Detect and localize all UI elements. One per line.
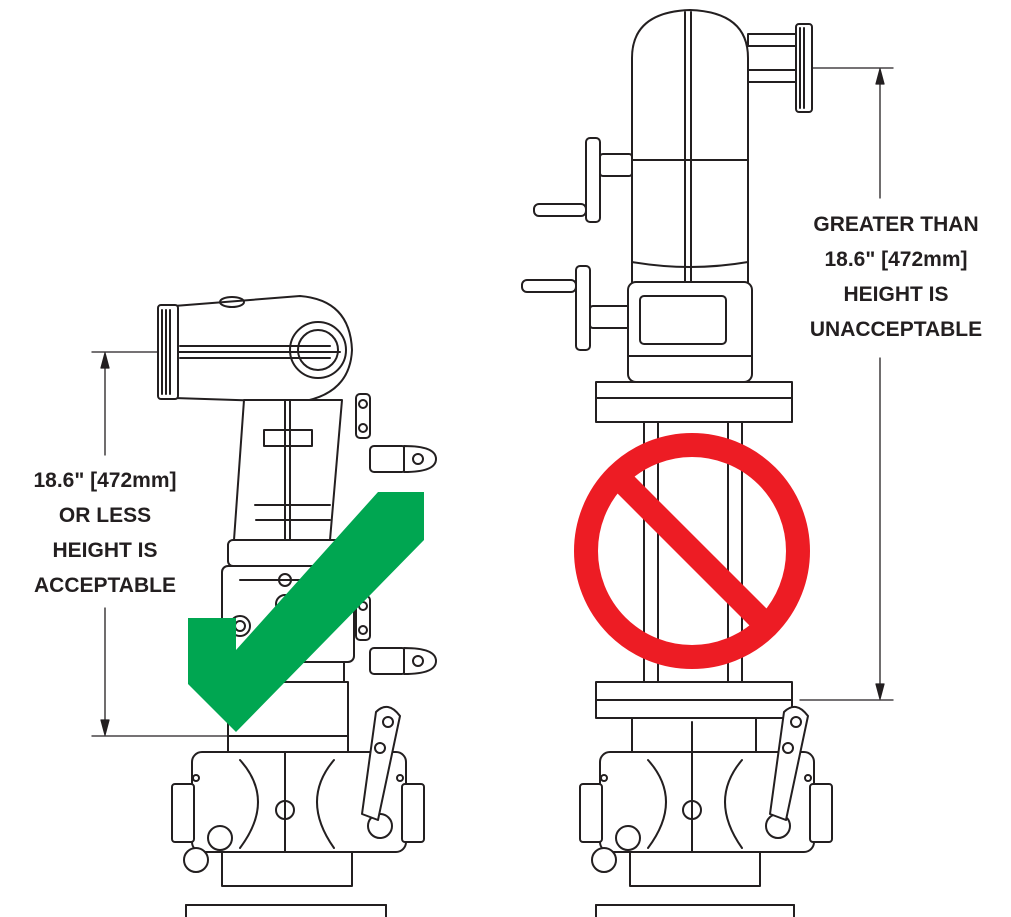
- acceptable-label-line-1: 18.6" [472mm]: [33, 469, 177, 492]
- unacceptable-label-line-2: 18.6" [472mm]: [824, 248, 968, 271]
- unacceptable-label-line-1: GREATER THAN: [813, 213, 979, 236]
- control-handles-right: [521, 137, 633, 351]
- discharge-elbow-left: [157, 295, 353, 403]
- riser-valve-right: [595, 281, 793, 423]
- dimension-line-acceptable: [91, 351, 233, 737]
- control-handles-left: [355, 393, 437, 675]
- base-valve-left: [171, 705, 425, 917]
- acceptable-label-line-2: OR LESS: [58, 504, 152, 527]
- unacceptable-height-label: GREATER THAN 18.6" [472mm] HEIGHT IS UNA…: [782, 207, 1010, 347]
- check-mark-icon: [188, 492, 424, 732]
- acceptable-height-label: 18.6" [472mm] OR LESS HEIGHT IS ACCEPTAB…: [0, 463, 210, 603]
- unacceptable-label-line-4: UNACCEPTABLE: [809, 318, 983, 341]
- acceptable-label-line-4: ACCEPTABLE: [34, 574, 176, 597]
- acceptable-label-line-3: HEIGHT IS: [52, 539, 158, 562]
- appliance-acceptable: [91, 295, 437, 917]
- appliance-unacceptable: [521, 9, 894, 917]
- base-valve-right: [579, 705, 833, 917]
- prohibition-icon: [574, 433, 810, 669]
- dimension-line-unacceptable: [799, 67, 894, 701]
- unacceptable-label-line-3: HEIGHT IS: [843, 283, 949, 306]
